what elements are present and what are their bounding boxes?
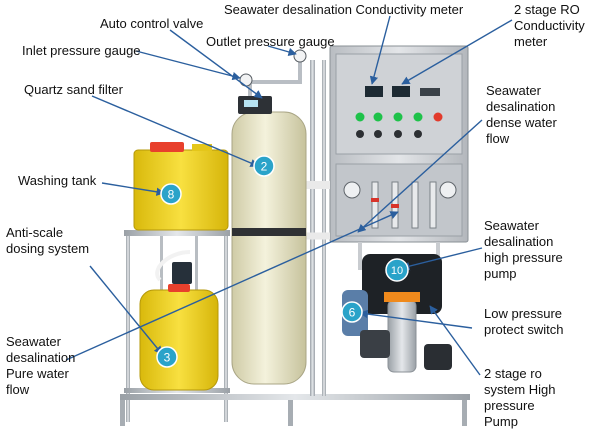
svg-text:10: 10 [391,265,403,277]
label-quartz-sand-filter: Quartz sand filter [24,82,123,97]
svg-text:8: 8 [168,188,175,202]
label-auto-control-valve: Auto control valve [100,16,204,31]
arrow-ro2-high-pressure-pump [429,305,481,376]
marker-washing-tank: 8 [160,183,182,205]
arrow-high-pressure-pump [401,247,483,271]
label-dense-water-flow: Seawater desalination dense water flow [486,83,557,146]
label-pure-water-flow: Seawater desalination Pure water flow [6,334,76,397]
ro2-high-pressure-pump [360,292,452,373]
arrow-washing-tank [101,182,165,196]
svg-text:6: 6 [349,306,356,320]
ro2-conductivity-meter-display [392,86,410,97]
arrow-ro2-conductivity-meter [401,19,513,85]
arrow-pure-water-flow [65,211,399,361]
label-high-pressure-pump: Seawater desalination high pressure pump [484,218,563,281]
arrow-dense-water-flow [357,119,483,233]
label-inlet-pressure-gauge: Inlet pressure gauge [22,43,141,58]
washing-tank [133,142,229,231]
inlet-pressure-gauge [239,73,253,87]
control-panel [329,45,469,243]
dosing-pump [172,262,192,284]
marker-hp-pump: 10 [385,258,409,282]
svg-text:2: 2 [261,160,268,174]
arrow-inlet-pressure-gauge [135,50,241,81]
marker-dosing: 3 [156,346,178,368]
label-ro2-high-pressure-pump: 2 stage ro system High pressure Pump [484,366,556,429]
arrow-auto-control-valve [169,29,263,99]
svg-text:3: 3 [164,351,171,365]
arrow-conductivity-meter [369,15,391,85]
conductivity-meter-display [365,86,383,97]
label-ro2-conductivity-meter: 2 stage RO Conductivity meter [514,2,585,49]
annotation-arrows [65,15,513,376]
anti-scale-dosing-tank [139,250,219,391]
arrow-quartz-sand-filter [91,95,259,167]
quartz-sand-filter [231,49,307,385]
arrow-outlet-pressure-gauge [267,45,297,56]
label-conductivity-meter: Seawater desalination Conductivity meter [224,2,464,17]
marker-filter: 2 [253,155,275,177]
label-washing-tank: Washing tank [18,173,97,188]
label-anti-scale-dosing: Anti-scale dosing system [6,225,90,256]
arrow-low-pressure-switch [359,309,473,329]
arrow-anti-scale-dosing [89,265,163,355]
label-low-pressure-switch: Low pressure protect switch [484,306,564,337]
outlet-pressure-gauge [293,49,307,63]
marker-switch: 6 [341,301,363,323]
label-outlet-pressure-gauge: Outlet pressure gauge [206,34,335,49]
